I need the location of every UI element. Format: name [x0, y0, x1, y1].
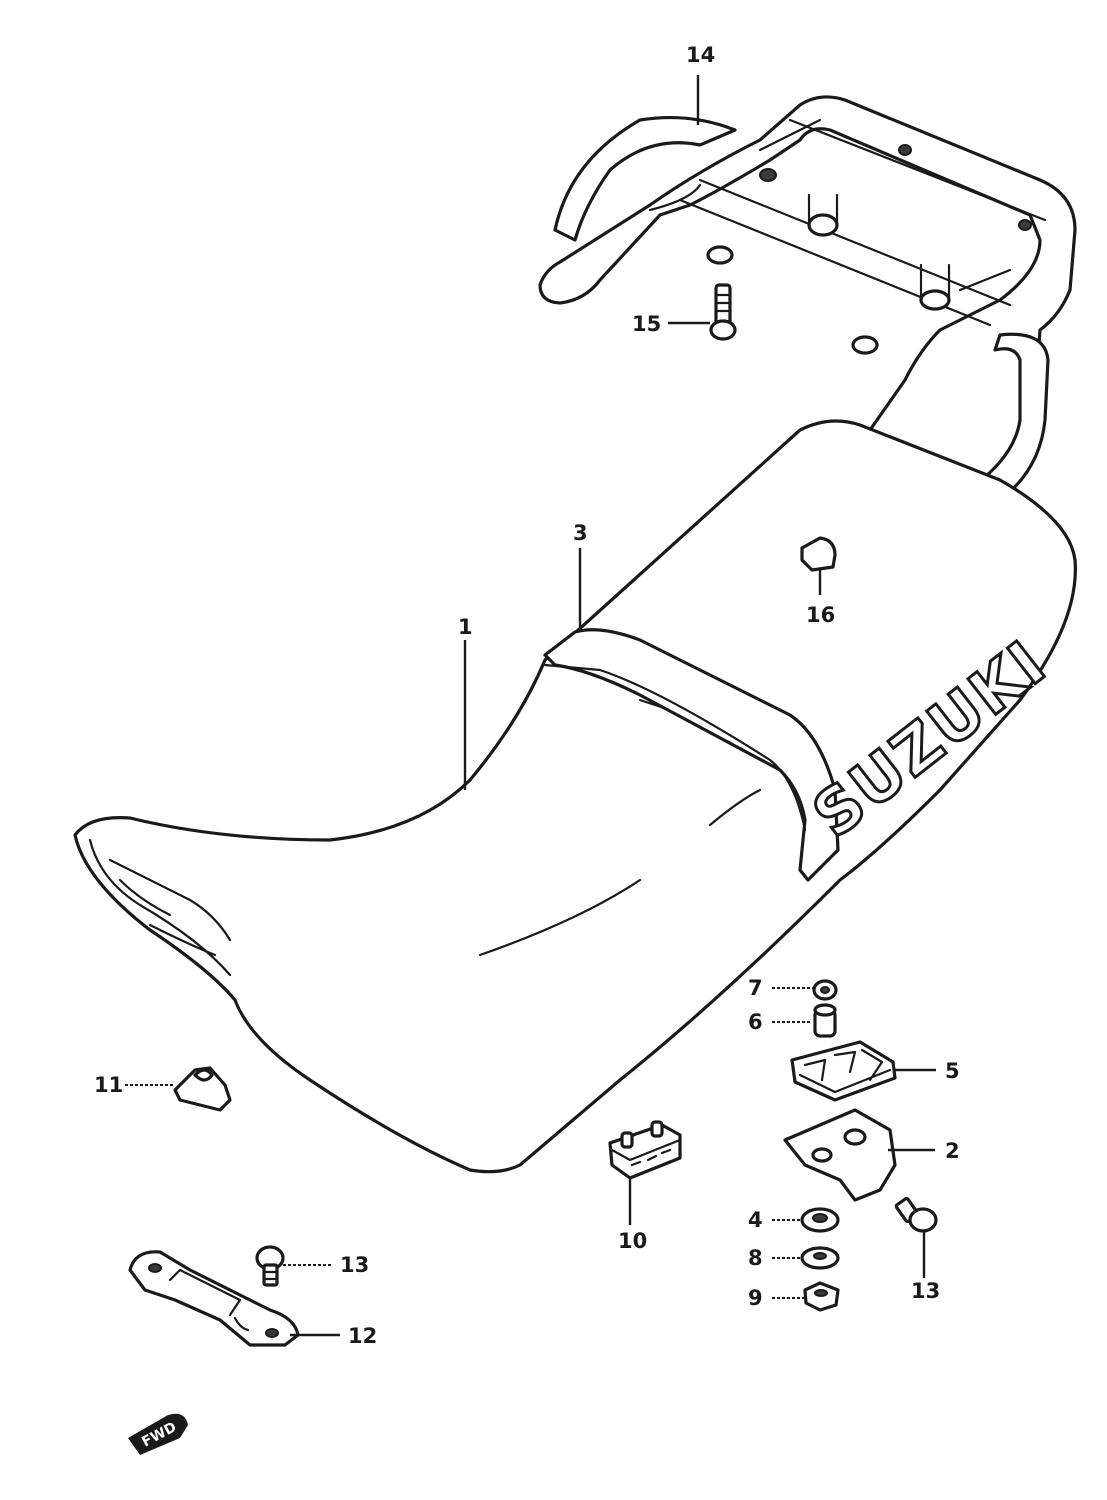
callout-13-right: 13: [911, 1279, 940, 1303]
callout-9: 9: [748, 1286, 763, 1310]
hook-10: [608, 1120, 682, 1180]
callout-16: 16: [806, 603, 835, 627]
bolt-15: [709, 283, 737, 341]
cushion-5: [790, 1040, 897, 1102]
bolt-13-right: [894, 1196, 938, 1233]
callout-4: 4: [748, 1208, 763, 1232]
nut-9: [803, 1281, 840, 1312]
washer-8: [800, 1246, 840, 1270]
callout-14: 14: [686, 43, 715, 67]
callout-13-left: 13: [340, 1253, 369, 1277]
seat-assembly: [73, 419, 1077, 1174]
seat-hook-12: [128, 1250, 300, 1347]
callout-numbers: 14 15 3 1 16 7 6 5 2 4 8 9 13 10 11 13 1…: [94, 43, 960, 1348]
cap-16: [800, 536, 837, 572]
callout-7: 7: [748, 976, 763, 1000]
bracket-2: [783, 1108, 897, 1202]
nut-7: [812, 979, 838, 1001]
spacer-6: [813, 1003, 837, 1038]
leader-lines: [125, 75, 936, 1337]
callout-12: 12: [348, 1324, 377, 1348]
callout-11: 11: [94, 1073, 123, 1097]
callout-5: 5: [945, 1059, 960, 1083]
callout-1: 1: [458, 615, 473, 639]
callout-3: 3: [573, 521, 588, 545]
front-direction-arrow: FWD: [128, 1413, 188, 1455]
callout-2: 2: [945, 1139, 960, 1163]
callout-8: 8: [748, 1246, 763, 1270]
callout-6: 6: [748, 1010, 763, 1034]
bolt-13-left: [255, 1245, 285, 1287]
callout-15: 15: [632, 312, 661, 336]
washer-4: [800, 1207, 840, 1233]
callout-10: 10: [618, 1229, 647, 1253]
cushion-11: [173, 1066, 232, 1112]
